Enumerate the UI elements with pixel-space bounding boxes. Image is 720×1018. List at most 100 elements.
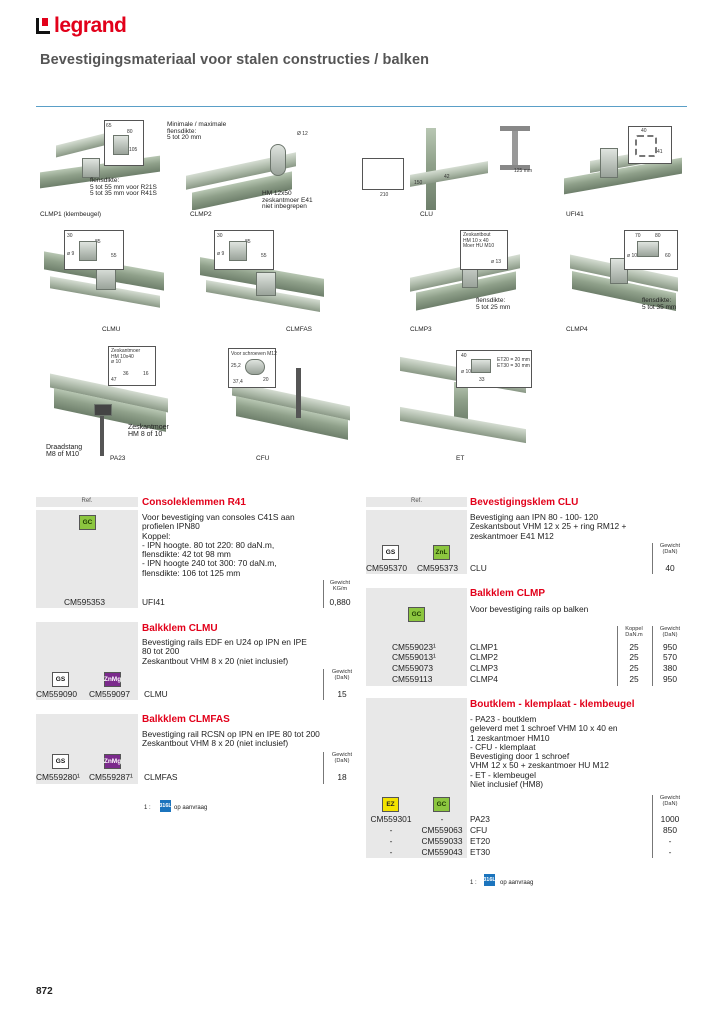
boutklem-ez-badge: EZ <box>382 797 399 812</box>
cfu-figure <box>226 350 356 450</box>
table-row-name: CLMP1 <box>470 642 498 652</box>
clmp-divider-2 <box>652 626 653 686</box>
clmp-gc-badge: GC <box>408 607 425 622</box>
table-row-value: 380 <box>663 663 677 673</box>
clmfas-figure <box>196 232 328 324</box>
table-row-name: CLMP3 <box>470 663 498 673</box>
table-row-name: PA23 <box>470 814 490 824</box>
clu-name: CLU <box>470 563 487 573</box>
page-number: 872 <box>36 986 53 997</box>
consoleklemmen-ref-label: Ref. <box>81 498 93 504</box>
clmp-desc: Voor bevestiging rails op balken <box>470 604 589 614</box>
clu-ref2: CM595373 <box>417 563 458 573</box>
clu-ref-block <box>366 510 467 574</box>
clmp4-caption: CLMP4 <box>566 326 588 333</box>
legrand-logo: legrand <box>36 14 127 37</box>
ufi41-detail: 40 41 <box>628 126 672 164</box>
table-row-ref2: - <box>440 814 444 824</box>
clmp-col-head-gewicht: Gewicht (DaN) <box>659 626 681 638</box>
clmu-title: Balkklem CLMU <box>142 623 218 634</box>
clmp1-note: flensdikte: 5 tot 55 mm voor R21S 5 tot … <box>90 177 157 198</box>
clmu-detail: 30 85 55 ø 9 <box>64 230 124 270</box>
table-row-ref2: CM559063 <box>421 825 463 835</box>
table-row-ref: CM559073 <box>392 663 433 673</box>
header-rule <box>36 106 687 107</box>
clu-value: 40 <box>665 563 675 573</box>
clmp3-detail: Zeskantbout HM 10 x 40 Moer HU M10 ø 13 <box>460 230 508 270</box>
clmp-col-head-koppel: Koppel DaN.m <box>625 626 643 638</box>
pa23-caption: PA23 <box>110 455 126 462</box>
clmu-ref2: CM559097 <box>89 689 130 699</box>
clmu-ref-block <box>36 622 138 700</box>
clmfas-ref2: CM559287¹ <box>89 772 133 782</box>
clmp3-caption: CLMP3 <box>410 326 432 333</box>
table-row-value: 570 <box>663 652 677 662</box>
footnote-left-316l-badge: 316L <box>159 800 172 812</box>
clmfas-ref1: CM559280¹ <box>36 772 80 782</box>
clmp2-caption: CLMP2 <box>190 211 212 218</box>
clmfas-name: CLMFAS <box>144 772 178 782</box>
clmp2-note-bottom: HM 12x50 zeskantmoer E41 niet inbegrepen <box>262 190 313 211</box>
footnote-left-text: op aanvraag <box>174 805 208 811</box>
clmp1-detail: 65 80 105 <box>104 120 144 166</box>
clmu-gs-badge: GS <box>52 672 69 687</box>
legrand-logo-word: legrand <box>54 14 127 37</box>
clu-caption: CLU <box>420 211 434 218</box>
consoleklemmen-name: UFI41 <box>142 597 165 607</box>
clmp1-caption: CLMP1 (klembeugel) <box>40 211 102 218</box>
clu-znl-badge: ZnL <box>433 545 450 560</box>
table-row-ref1: - <box>389 847 393 857</box>
table-row-ref: CM559023¹ <box>392 642 436 652</box>
boutklem-title: Boutklem - klemplaat - klembeugel <box>470 699 635 710</box>
table-row-name: ET30 <box>470 847 491 857</box>
clmp2-dim: Ø 12 <box>297 131 308 137</box>
clmp3-note: flensdikte: 5 tot 25 mm <box>476 297 511 311</box>
boutklem-gc-badge: GC <box>433 797 450 812</box>
boutklem-ref-block <box>366 698 467 858</box>
legrand-logo-mark-icon <box>36 18 50 34</box>
clmu-name: CLMU <box>144 689 168 699</box>
table-row-value: 850 <box>663 825 677 835</box>
clmu-desc: Bevestiging rails EDF en U24 op IPN en I… <box>142 637 307 666</box>
clu-title: Bevestigingsklem CLU <box>470 497 579 508</box>
table-row-value: 950 <box>663 642 677 652</box>
consoleklemmen-ref: CM595353 <box>64 597 105 607</box>
table-row-name: CLMP4 <box>470 674 498 684</box>
table-row-value: 1000 <box>660 814 680 824</box>
table-row-koppel: 25 <box>629 663 639 673</box>
cfu-caption: CFU <box>256 455 270 462</box>
clu-ibeam-icon <box>500 126 530 170</box>
table-row-value: - <box>668 836 672 846</box>
clmfas-detail: 30 85 55 ø 9 <box>214 230 274 270</box>
clmfas-desc: Bevestiging rail RCSN op IPN en IPE 80 t… <box>142 729 320 749</box>
boutklem-col-head: Gewicht (DaN) <box>659 795 681 807</box>
clmp-divider-1 <box>617 626 618 686</box>
page-title: Bevestigingsmateriaal voor stalen constr… <box>40 52 430 68</box>
pa23-figure <box>40 346 172 458</box>
footnote-right-prefix: 1 : <box>470 880 477 886</box>
pa23-note-nut: Zeskantmoer HM 8 of 10 <box>128 424 169 439</box>
clmp-ref-block <box>366 588 467 686</box>
clmu-col-head: Gewicht (DaN) <box>331 669 353 681</box>
clmp4-figure <box>564 240 684 322</box>
clmp4-detail: 70 80 ø 10 60 <box>624 230 678 270</box>
clmp2-note-top: Minimale / maximale flensdikte: 5 tot 20… <box>167 121 227 142</box>
clmp1-figure <box>36 118 166 210</box>
clmfas-col-head: Gewicht (DaN) <box>331 752 353 764</box>
pa23-note-rod: Draadstang M8 of M10 <box>46 444 83 459</box>
clmp-title: Balkklem CLMP <box>470 588 546 599</box>
consoleklemmen-desc: Voor bevestiging van consoles C41S aan p… <box>142 512 295 578</box>
table-row-ref: CM559113 <box>392 674 433 684</box>
clu-figure <box>360 128 490 210</box>
table-row-name: CFU <box>470 825 488 835</box>
table-row-name: CLMP2 <box>470 652 498 662</box>
footnote-left-prefix: 1 : <box>144 805 151 811</box>
clmfas-title: Balkklem CLMFAS <box>142 714 230 725</box>
clmp4-note: flensdikte: 5 tot 35 mm <box>642 297 677 311</box>
table-row-koppel: 25 <box>629 674 639 684</box>
clmu-znmg-badge: ZnMg <box>104 672 121 687</box>
table-row-ref2: CM559043 <box>421 847 463 857</box>
clu-col-head: Gewicht (DaN) <box>659 543 681 555</box>
ufi41-caption: UFI41 <box>566 211 584 218</box>
table-row-value: - <box>668 847 672 857</box>
